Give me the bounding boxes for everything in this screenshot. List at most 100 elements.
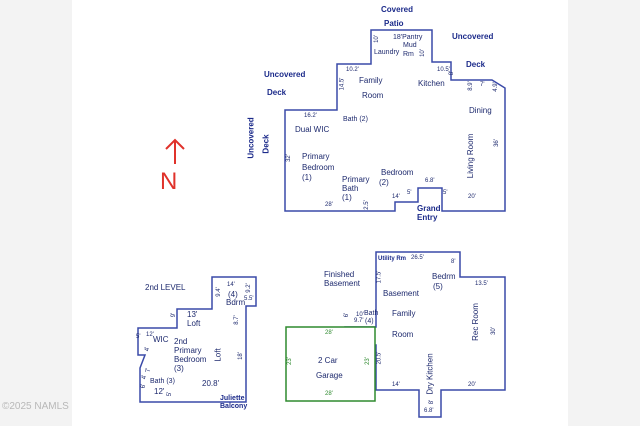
living-room-label: Living Room [466, 133, 476, 179]
bath-4-label-1: Bath [364, 310, 379, 317]
kitchen-label: Kitchen [418, 79, 445, 88]
first-floor-outline [284, 29, 506, 212]
bedrm-5-label-2: (5) [433, 282, 443, 291]
dim-label: 5' [407, 190, 412, 196]
dim-label: 28' [325, 391, 333, 397]
garage-label-1: 2 Car [318, 356, 338, 365]
dim-label: 10.5' [437, 67, 450, 73]
dim-label: 8.7' [233, 315, 240, 325]
dim-label: 20.5' [376, 351, 383, 365]
dim-label: 6' [141, 383, 148, 389]
dim-label: 23' [364, 357, 371, 365]
dim-label: 14' [392, 382, 400, 388]
bdrm-4-label-1: (4) [228, 290, 238, 299]
dim-label: 28' [325, 202, 333, 208]
dim-label: 14' [227, 282, 235, 288]
dim-label: 14.5' [339, 77, 346, 91]
loft-label-1: 13' [187, 310, 198, 319]
dim-label: 9.2' [245, 283, 252, 293]
bedroom-2-label-2: (2) [379, 178, 389, 187]
dim-label: 6.8' [424, 408, 434, 414]
dim-label: 8' [449, 70, 456, 76]
second-primary-label-4: (3) [174, 364, 184, 373]
dim-label: 20.8' [202, 379, 220, 388]
dim-label: 8' [429, 399, 436, 405]
finished-basement-label-2: Basement [324, 279, 361, 288]
wic-label: WIC [153, 335, 169, 344]
dim-label: 32' [285, 154, 292, 162]
dim-label: 10.2' [346, 67, 359, 73]
bath-4-label-2: (4) [365, 318, 374, 325]
dim-label: 2.5' [363, 200, 370, 210]
dim-label: 9.7' [354, 318, 364, 324]
uncovered-deck-left-label-1: Uncovered [264, 70, 306, 79]
second-primary-label-3: Bedroom [174, 355, 207, 364]
primary-bedroom-label-2: Bedroom [302, 163, 335, 172]
pantry-label: 18'Pantry [393, 34, 423, 41]
primary-bedroom-label-3: (1) [302, 173, 312, 182]
dual-wic-label: Dual WIC [295, 125, 330, 134]
rec-room-label: Rec Room [470, 303, 480, 341]
dim-label: 26.5' [411, 255, 424, 261]
dim-label: 23' [286, 357, 293, 365]
dim-label: 17.5' [376, 270, 383, 284]
loft-vertical-label: Loft [213, 348, 223, 362]
dim-label: 8.9' [467, 81, 474, 91]
uncovered-deck-side-label-2: Deck [261, 134, 271, 154]
dim-label: 5' [443, 190, 448, 196]
second-primary-label-1: 2nd [174, 337, 188, 346]
garage-outline [285, 326, 376, 402]
second-level-title: 2nd LEVEL [145, 283, 186, 292]
right-margin-shade [568, 0, 640, 426]
dim-label: 5' [136, 334, 141, 340]
mud-rm-label: Rm [403, 51, 414, 58]
north-letter: N [160, 168, 178, 195]
juliette-balcony-label-1: Juliette [220, 395, 245, 402]
dim-label: 9.4' [215, 287, 222, 297]
grand-entry-label-1: Grand [417, 204, 441, 213]
dim-label: 6.8' [425, 178, 435, 184]
dim-label: 7' [480, 82, 485, 88]
second-level-outline [137, 276, 257, 403]
watermark: ©2025 NAMLS [2, 401, 69, 412]
uncovered-deck-side-label-1: Uncovered [246, 117, 256, 159]
bedrm-5-label-1: Bedrm [432, 272, 456, 281]
loft-label-2: Loft [187, 319, 201, 328]
family-room-label-1: Family [359, 76, 383, 85]
dim-label: 8' [451, 259, 456, 265]
utility-room-label: Utility Rm [378, 256, 407, 262]
bath-3-label: Bath (3) [150, 378, 175, 385]
dining-label: Dining [469, 106, 492, 115]
dim-label: 4' [145, 346, 152, 352]
dim-label: 5' [167, 391, 174, 397]
bath-2-label: Bath (2) [343, 116, 368, 123]
uncovered-deck-right-label-2: Deck [466, 60, 486, 69]
dim-label: 4.9' [492, 82, 499, 92]
primary-bath-label-1: Primary [342, 175, 370, 184]
dim-label: 12' [146, 332, 154, 338]
dim-label: 10' [356, 312, 364, 318]
dim-label: 10' [373, 35, 380, 43]
dim-label: 13.5' [475, 281, 488, 287]
grand-entry-label-2: Entry [417, 213, 438, 222]
family-room-basement-label-1: Family [392, 309, 416, 318]
mud-label: Mud [403, 42, 417, 49]
primary-bath-label-3: (1) [342, 193, 352, 202]
bdrm-4-label-2: Bdrm [226, 298, 246, 307]
left-margin-shade [0, 0, 72, 426]
basement-label: Basement [383, 289, 420, 298]
dim-label: 5.5' [244, 296, 254, 302]
juliette-balcony-label-2: Balcony [220, 403, 248, 410]
dim-label: 28' [325, 330, 333, 336]
north-arrow-icon [165, 138, 185, 164]
garage-label-2: Garage [316, 371, 343, 380]
dim-label: 20' [468, 194, 476, 200]
dim-label: 6' [344, 312, 351, 318]
dim-label: 16.2' [304, 113, 317, 119]
dim-label: 9' [171, 312, 178, 318]
uncovered-deck-right-label-1: Uncovered [452, 32, 494, 41]
covered-patio-label-1: Covered [381, 5, 414, 14]
dry-kitchen-label: Dry Kitchen [425, 353, 435, 395]
